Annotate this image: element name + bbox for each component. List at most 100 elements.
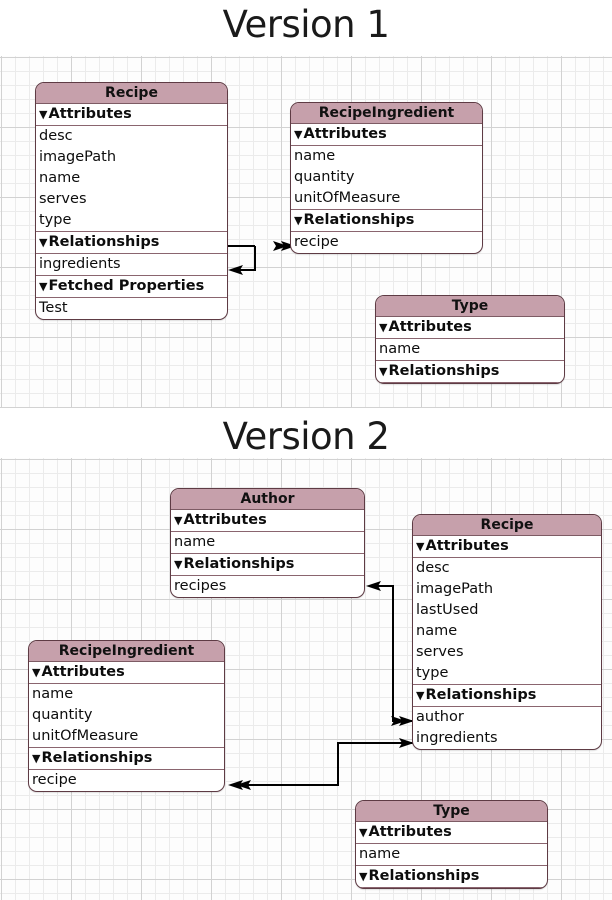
- group-header-relationships[interactable]: ▼Relationships: [356, 865, 547, 888]
- chevron-down-icon: ▼: [174, 558, 183, 571]
- attribute-row[interactable]: name: [174, 534, 216, 550]
- entity-body: ▼Attributes name quantity unitOfMeasure …: [291, 124, 482, 253]
- entity-title: Recipe: [413, 515, 601, 536]
- attribute-row[interactable]: type: [39, 212, 72, 228]
- chevron-down-icon: ▼: [359, 826, 368, 839]
- group-header-relationships[interactable]: ▼Relationships: [171, 553, 364, 576]
- arrowhead-double-right-a: [273, 241, 288, 251]
- group-label: Relationships: [368, 868, 480, 884]
- relationship-row[interactable]: recipes: [174, 578, 227, 594]
- attribute-row[interactable]: name: [294, 148, 336, 164]
- entity-body: ▼Attributes desc imagePath name serves t…: [36, 104, 227, 319]
- group-header-attributes[interactable]: ▼Attributes: [376, 317, 564, 339]
- attribute-row[interactable]: name: [379, 341, 421, 357]
- entity-body: ▼Attributes desc imagePath lastUsed name…: [413, 536, 601, 749]
- attribute-row[interactable]: quantity: [294, 169, 355, 185]
- attribute-row[interactable]: quantity: [32, 707, 93, 723]
- chevron-down-icon: ▼: [294, 214, 303, 227]
- group-label: Attributes: [425, 538, 509, 554]
- entity-recipeingredient-v2[interactable]: RecipeIngredient ▼Attributes name quanti…: [28, 640, 225, 792]
- group-label: Attributes: [368, 824, 452, 840]
- entity-title: Type: [356, 801, 547, 822]
- section-title-version-1: Version 1: [222, 3, 390, 46]
- relationship-row[interactable]: ingredients: [416, 730, 498, 746]
- attribute-row[interactable]: serves: [416, 644, 464, 660]
- entity-recipe-v1[interactable]: Recipe ▼Attributes desc imagePath name s…: [35, 82, 228, 320]
- group-label: Attributes: [41, 664, 125, 680]
- entity-body: ▼Attributes name ▼Relationships recipes: [171, 510, 364, 597]
- entity-title: Type: [376, 296, 564, 317]
- group-label: Attributes: [48, 106, 132, 122]
- group-header-attributes[interactable]: ▼Attributes: [413, 536, 601, 558]
- canvas-version-1: Recipe ▼Attributes desc imagePath name s…: [0, 56, 612, 408]
- attribute-row[interactable]: desc: [39, 128, 73, 144]
- attribute-row[interactable]: imagePath: [39, 149, 117, 165]
- relationship-row[interactable]: ingredients: [39, 256, 121, 272]
- arrowhead-single-left: [228, 265, 243, 275]
- group-header-relationships[interactable]: ▼Relationships: [29, 747, 224, 770]
- chevron-down-icon: ▼: [32, 752, 41, 765]
- group-label: Relationships: [388, 363, 500, 379]
- group-header-relationships[interactable]: ▼Relationships: [413, 684, 601, 707]
- relationship-row[interactable]: recipe: [32, 772, 77, 788]
- group-header-attributes[interactable]: ▼Attributes: [171, 510, 364, 532]
- arrowhead-double-left-a: [228, 780, 243, 790]
- group-label: Attributes: [388, 319, 472, 335]
- chevron-down-icon: ▼: [39, 280, 48, 293]
- attribute-row[interactable]: unitOfMeasure: [32, 728, 139, 744]
- entity-author-v2[interactable]: Author ▼Attributes name ▼Relationships r…: [170, 488, 365, 598]
- group-header-relationships[interactable]: ▼Relationships: [36, 231, 227, 254]
- fetched-property-row[interactable]: Test: [39, 300, 68, 316]
- group-header-relationships[interactable]: ▼Relationships: [376, 360, 564, 383]
- group-label: Attributes: [183, 512, 267, 528]
- chevron-down-icon: ▼: [32, 666, 41, 679]
- entity-title: Recipe: [36, 83, 227, 104]
- group-label: Attributes: [303, 126, 387, 142]
- attribute-row[interactable]: imagePath: [416, 581, 494, 597]
- relationship-row[interactable]: recipe: [294, 234, 339, 250]
- attribute-row[interactable]: name: [32, 686, 74, 702]
- group-label: Relationships: [48, 234, 160, 250]
- chevron-down-icon: ▼: [379, 365, 388, 378]
- entity-body: ▼Attributes name quantity unitOfMeasure …: [29, 662, 224, 791]
- entity-type-v1[interactable]: Type ▼Attributes name ▼Relationships: [375, 295, 565, 384]
- arrowhead-double-right-b: [391, 716, 406, 726]
- arrowhead-single-left: [366, 581, 381, 591]
- chevron-down-icon: ▼: [174, 514, 183, 527]
- group-header-attributes[interactable]: ▼Attributes: [291, 124, 482, 146]
- group-header-attributes[interactable]: ▼Attributes: [29, 662, 224, 684]
- entity-title: Author: [171, 489, 364, 510]
- canvas-version-2: Author ▼Attributes name ▼Relationships r…: [0, 458, 612, 900]
- group-header-attributes[interactable]: ▼Attributes: [36, 104, 227, 126]
- group-header-fetched-properties[interactable]: ▼Fetched Properties: [36, 275, 227, 298]
- group-label: Relationships: [183, 556, 295, 572]
- arrowhead-double-left-b: [236, 780, 251, 790]
- group-header-relationships[interactable]: ▼Relationships: [291, 209, 482, 232]
- attribute-row[interactable]: name: [39, 170, 81, 186]
- attribute-row[interactable]: desc: [416, 560, 450, 576]
- chevron-down-icon: ▼: [39, 108, 48, 121]
- chevron-down-icon: ▼: [379, 321, 388, 334]
- attribute-row[interactable]: unitOfMeasure: [294, 190, 401, 206]
- relationship-row[interactable]: author: [416, 709, 464, 725]
- attribute-row[interactable]: name: [359, 846, 401, 862]
- chevron-down-icon: ▼: [416, 540, 425, 553]
- group-label: Relationships: [425, 687, 537, 703]
- group-label: Relationships: [41, 750, 153, 766]
- chevron-down-icon: ▼: [39, 236, 48, 249]
- attribute-row[interactable]: name: [416, 623, 458, 639]
- chevron-down-icon: ▼: [294, 128, 303, 141]
- chevron-down-icon: ▼: [416, 689, 425, 702]
- section-title-version-2: Version 2: [222, 415, 390, 458]
- group-header-attributes[interactable]: ▼Attributes: [356, 822, 547, 844]
- entity-type-v2[interactable]: Type ▼Attributes name ▼Relationships: [355, 800, 548, 889]
- entity-recipeingredient-v1[interactable]: RecipeIngredient ▼Attributes name quanti…: [290, 102, 483, 254]
- entity-title: RecipeIngredient: [291, 103, 482, 124]
- entity-body: ▼Attributes name ▼Relationships: [356, 822, 547, 888]
- entity-recipe-v2[interactable]: Recipe ▼Attributes desc imagePath lastUs…: [412, 514, 602, 750]
- chevron-down-icon: ▼: [359, 870, 368, 883]
- attribute-row[interactable]: lastUsed: [416, 602, 479, 618]
- attribute-row[interactable]: serves: [39, 191, 87, 207]
- attribute-row[interactable]: type: [416, 665, 449, 681]
- group-label: Fetched Properties: [48, 278, 205, 294]
